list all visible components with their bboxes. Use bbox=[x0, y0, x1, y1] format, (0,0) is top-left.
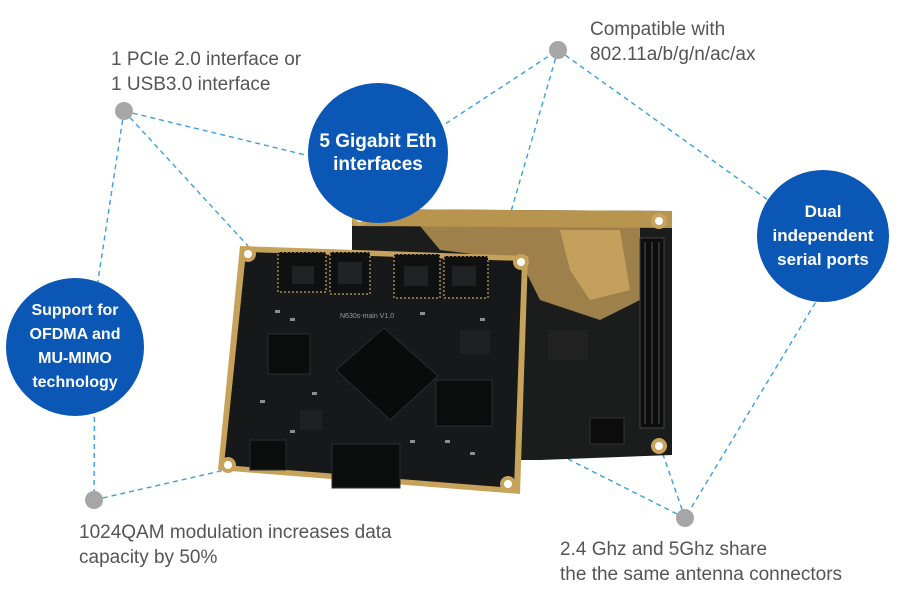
node-dot bbox=[549, 41, 567, 59]
node-dot bbox=[676, 509, 694, 527]
connector-line bbox=[657, 439, 686, 519]
serial-ports-bubble: Dual independent serial ports bbox=[757, 170, 889, 302]
caption-antenna-text: 2.4 Ghz and 5Ghz share the the same ante… bbox=[560, 539, 843, 585]
caption-wifi-text: Compatible with 802.11a/b/g/n/ac/ax bbox=[590, 19, 756, 65]
node-dot bbox=[115, 102, 133, 120]
connector-line bbox=[93, 469, 226, 501]
node-dot bbox=[85, 491, 103, 509]
caption-qam-modulation: 1024QAM modulation increases data capaci… bbox=[79, 520, 392, 570]
caption-wifi-compatibility: Compatible with 802.11a/b/g/n/ac/ax bbox=[590, 17, 756, 67]
board-silkscreen-label: N630s-main V1.0 bbox=[340, 313, 394, 320]
ofdma-bubble: Support for OFDMA and MU-MIMO technology bbox=[6, 278, 144, 416]
front-board: N630s-main V1.0 bbox=[218, 246, 529, 494]
caption-antenna-share: 2.4 Ghz and 5Ghz share the the same ante… bbox=[560, 537, 842, 587]
caption-pcie-usb: 1 PCIe 2.0 interface or 1 USB3.0 interfa… bbox=[111, 47, 301, 97]
connector-line bbox=[509, 49, 559, 216]
ofdma-bubble-text: Support for OFDMA and MU-MIMO technology bbox=[29, 302, 121, 391]
ethernet-bubble-text: 5 Gigabit Eth interfaces bbox=[319, 131, 437, 175]
connector-line bbox=[94, 110, 125, 301]
ethernet-bubble: 5 Gigabit Eth interfaces bbox=[308, 83, 448, 223]
serial-ports-bubble-text: Dual independent serial ports bbox=[772, 202, 874, 269]
connector-line bbox=[123, 110, 249, 247]
connector-line bbox=[123, 110, 319, 159]
caption-pcie-usb-text: 1 PCIe 2.0 interface or 1 USB3.0 interfa… bbox=[111, 49, 302, 95]
caption-qam-text: 1024QAM modulation increases data capaci… bbox=[79, 522, 392, 568]
connector-line bbox=[684, 294, 821, 519]
